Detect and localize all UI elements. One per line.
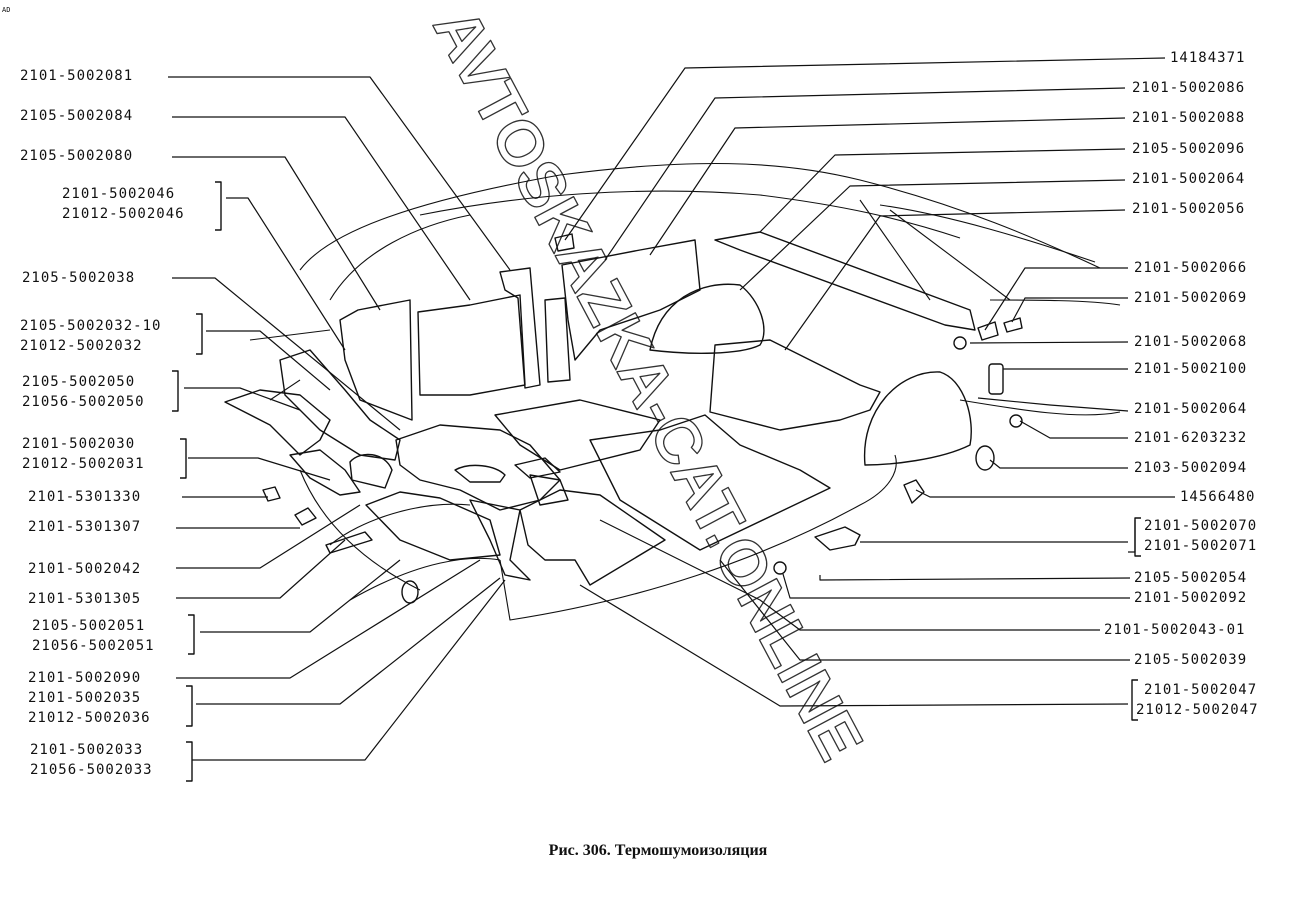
label-brackets <box>172 181 1141 782</box>
leader-lines-right <box>564 57 1175 707</box>
insulation-parts <box>224 231 1023 604</box>
part-label-left-17: 2105-5002051 <box>32 618 146 634</box>
wheel-arch-right <box>863 371 972 466</box>
tunnel-panel <box>519 489 666 586</box>
part-label-left-7: 2105-5002032-10 <box>20 318 162 334</box>
part-label-left-1: 2101-5002081 <box>20 68 134 84</box>
part-label-left-6: 2105-5002038 <box>22 270 136 286</box>
part-label-right-20: 2105-5002039 <box>1134 652 1248 668</box>
front-floor-left <box>224 389 331 456</box>
part-label-right-9: 2101-5002068 <box>1134 334 1248 350</box>
part-label-left-18: 21056-5002051 <box>32 638 155 654</box>
hump-left <box>349 453 393 489</box>
part-label-right-12: 2101-6203232 <box>1134 430 1248 446</box>
leader-lines-left <box>168 76 511 761</box>
part-label-left-13: 2101-5301330 <box>28 489 142 505</box>
front-mat-right <box>365 491 501 561</box>
part-label-right-17: 2105-5002054 <box>1134 570 1248 586</box>
fastener-pad <box>988 363 1004 395</box>
part-label-right-22: 21012-5002047 <box>1136 702 1259 718</box>
part-label-left-20: 2101-5002035 <box>28 690 142 706</box>
part-label-left-14: 2101-5301307 <box>28 519 142 535</box>
part-label-right-10: 2101-5002100 <box>1134 361 1248 377</box>
tunnel-front-panel <box>544 297 571 383</box>
switch-part-c <box>325 531 373 554</box>
part-label-left-4: 2101-5002046 <box>62 186 176 202</box>
part-label-right-6: 2101-5002056 <box>1132 201 1246 217</box>
part-label-left-9: 2105-5002050 <box>22 374 136 390</box>
dash-panel-center <box>417 294 526 396</box>
part-label-right-5: 2101-5002064 <box>1132 171 1246 187</box>
pad-small <box>814 526 861 551</box>
part-label-right-18: 2101-5002092 <box>1134 590 1248 606</box>
part-label-left-16: 2101-5301305 <box>28 591 142 607</box>
rear-seat-panel <box>561 239 701 361</box>
part-label-right-16: 2101-5002071 <box>1144 538 1258 554</box>
part-label-left-11: 2101-5002030 <box>22 436 136 452</box>
part-label-right-15: 2101-5002070 <box>1144 518 1258 534</box>
part-label-left-15: 2101-5002042 <box>28 561 142 577</box>
part-label-left-3: 2105-5002080 <box>20 148 134 164</box>
part-label-right-4: 2105-5002096 <box>1132 141 1246 157</box>
dash-panel-left <box>339 299 413 421</box>
part-label-right-11: 2101-5002064 <box>1134 401 1248 417</box>
part-label-right-2: 2101-5002086 <box>1132 80 1246 96</box>
watermark-text: AVTOSKAZKA-CAT.ONLINE <box>420 0 878 771</box>
console-panel <box>529 474 569 506</box>
part-label-right-3: 2101-5002088 <box>1132 110 1246 126</box>
middle-floor-left <box>494 399 661 471</box>
rear-shelf-strip <box>714 231 976 331</box>
rear-floor-panel <box>709 339 881 431</box>
part-label-left-5: 21012-5002046 <box>62 206 185 222</box>
fastener-plug-b <box>1003 317 1023 333</box>
front-floor-mid <box>279 349 401 461</box>
part-label-left-22: 2101-5002033 <box>30 742 144 758</box>
tunnel-cover <box>514 457 561 479</box>
front-mat-tail <box>469 499 531 581</box>
fastener-plug-d <box>1009 414 1023 428</box>
part-label-right-8: 2101-5002069 <box>1134 290 1248 306</box>
part-label-left-21: 21012-5002036 <box>28 710 151 726</box>
tunnel-hump <box>454 464 506 483</box>
part-label-right-21: 2101-5002047 <box>1144 682 1258 698</box>
part-label-right-14: 14566480 <box>1180 489 1256 505</box>
fastener-plug-e <box>773 561 787 575</box>
switch-part-b <box>294 507 317 526</box>
footwell-panel <box>395 424 561 511</box>
fastener-clip-b <box>903 479 925 504</box>
part-label-right-19: 2101-5002043-01 <box>1104 622 1246 638</box>
part-label-left-2: 2105-5002084 <box>20 108 134 124</box>
part-label-left-12: 21012-5002031 <box>22 456 145 472</box>
wheel-arch-left <box>649 283 765 354</box>
fastener-plug-c <box>953 336 967 350</box>
body-outline <box>249 162 1121 621</box>
part-label-right-1: 14184371 <box>1170 50 1246 66</box>
part-label-left-8: 21012-5002032 <box>20 338 143 354</box>
part-label-right-13: 2103-5002094 <box>1134 460 1248 476</box>
part-label-left-23: 21056-5002033 <box>30 762 153 778</box>
sill-strip-left <box>289 449 361 496</box>
part-label-left-19: 2101-5002090 <box>28 670 142 686</box>
corner-mark: AD <box>2 6 11 14</box>
figure-caption: Рис. 306. Термошумоизоляция <box>548 842 768 859</box>
dash-panel-upper <box>499 267 541 389</box>
part-label-left-10: 21056-5002050 <box>22 394 145 410</box>
part-label-right-7: 2101-5002066 <box>1134 260 1248 276</box>
switch-part-a <box>262 486 281 502</box>
fastener-grommet <box>975 445 995 471</box>
fastener-clip-a <box>554 233 575 252</box>
middle-floor-right <box>589 414 831 551</box>
